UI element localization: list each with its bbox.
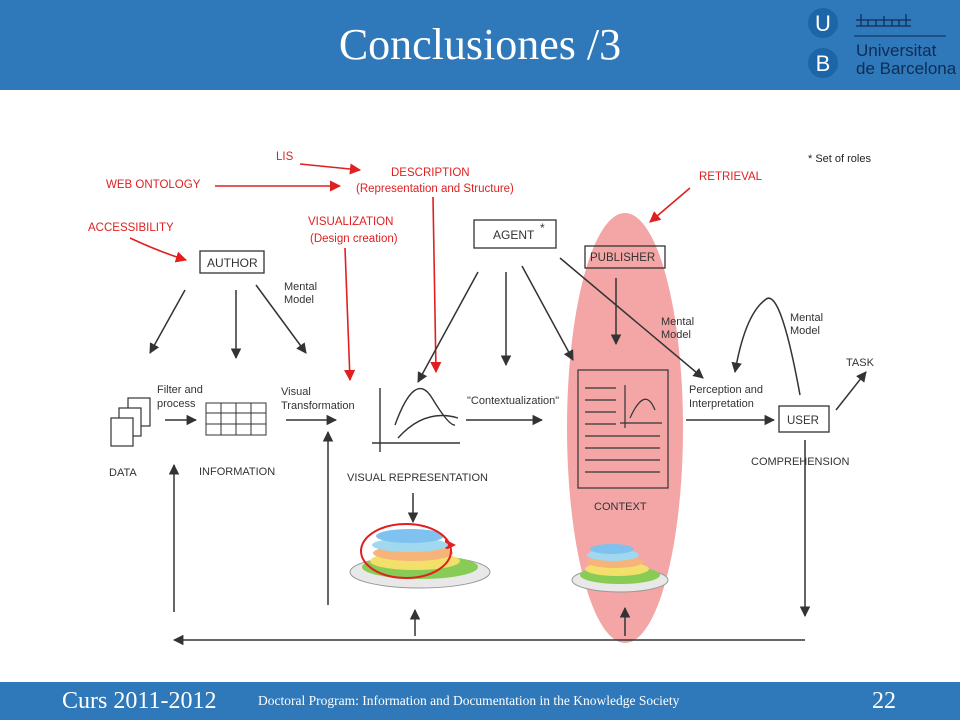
label-accessibility: ACCESSIBILITY: [88, 222, 174, 234]
label-description: DESCRIPTION: [391, 167, 470, 179]
context-document-icon: [577, 369, 669, 489]
building-icon: [856, 14, 911, 27]
publisher-box: [584, 245, 666, 269]
perception-line1: Perception and: [689, 384, 763, 396]
mental-model-1-line2: Model: [284, 294, 314, 306]
footer-program: Doctoral Program: Information and Docume…: [258, 693, 680, 708]
layer-stack-right: [571, 544, 669, 593]
visual-line1: Visual: [281, 386, 311, 398]
logo-line1: Universitat: [856, 41, 937, 60]
mental-model-3-line2: Model: [790, 325, 820, 337]
author-box: [199, 250, 265, 274]
filter-line2: process: [157, 398, 196, 410]
information-label: INFORMATION: [199, 466, 275, 478]
publisher-label: PUBLISHER: [590, 252, 655, 264]
agent-star: *: [540, 221, 545, 235]
label-web-ontology: WEB ONTOLOGY: [106, 179, 201, 191]
filter-line1: Filter and: [157, 384, 203, 396]
data-label: DATA: [109, 467, 137, 479]
mental-model-3-line1: Mental: [790, 312, 823, 324]
roles-note: * Set of roles: [808, 153, 871, 165]
author-label: AUTHOR: [207, 256, 258, 270]
visual-line2: Transformation: [281, 400, 355, 412]
footer-course: Curs 2011-2012: [62, 688, 217, 714]
perception-line2: Interpretation: [689, 398, 754, 410]
footer-bar: Curs 2011-2012 Doctoral Program: Informa…: [0, 682, 960, 720]
logo-line2: de Barcelona: [856, 59, 956, 78]
visual-representation-label: VISUAL REPRESENTATION: [347, 472, 488, 484]
header-bar: Conclusiones /3 U B Universitat de Barce…: [0, 0, 960, 90]
comprehension-label: COMPREHENSION: [751, 456, 849, 468]
mental-model-1-line1: Mental: [284, 281, 317, 293]
slide-title: Conclusiones /3: [338, 20, 622, 69]
flow-arrows: [149, 257, 867, 646]
red-arrows: [129, 163, 691, 382]
page-number: 22: [872, 688, 896, 714]
logo-b-circle: [808, 48, 838, 78]
agent-label: AGENT: [493, 228, 535, 242]
layer-stack-left: [349, 523, 491, 589]
logo-letter-u: U: [815, 11, 831, 36]
logo-letter-b: B: [816, 51, 831, 76]
user-label: USER: [787, 415, 819, 427]
label-visualization: VISUALIZATION: [308, 216, 393, 228]
visual-chart-icon: [372, 387, 460, 452]
label-retrieval: RETRIEVAL: [699, 171, 763, 183]
label-lis: LIS: [276, 151, 294, 163]
context-label: CONTEXT: [594, 501, 647, 513]
mental-model-2-line1: Mental: [661, 316, 694, 328]
label-visualization-sub: (Design creation): [310, 233, 398, 245]
user-box: [778, 405, 830, 433]
information-table-icon: [205, 402, 267, 436]
label-description-sub: (Representation and Structure): [356, 183, 514, 195]
university-logo: U B Universitat de Barcelona: [808, 8, 956, 78]
highlight-circle: [360, 523, 452, 579]
contextualization-label: "Contextualization": [467, 395, 559, 407]
mental-model-2-line2: Model: [661, 329, 691, 341]
agent-box: [473, 219, 557, 249]
task-label: TASK: [846, 357, 875, 369]
logo-u-circle: [808, 8, 838, 38]
data-documents-icon: [110, 397, 151, 447]
